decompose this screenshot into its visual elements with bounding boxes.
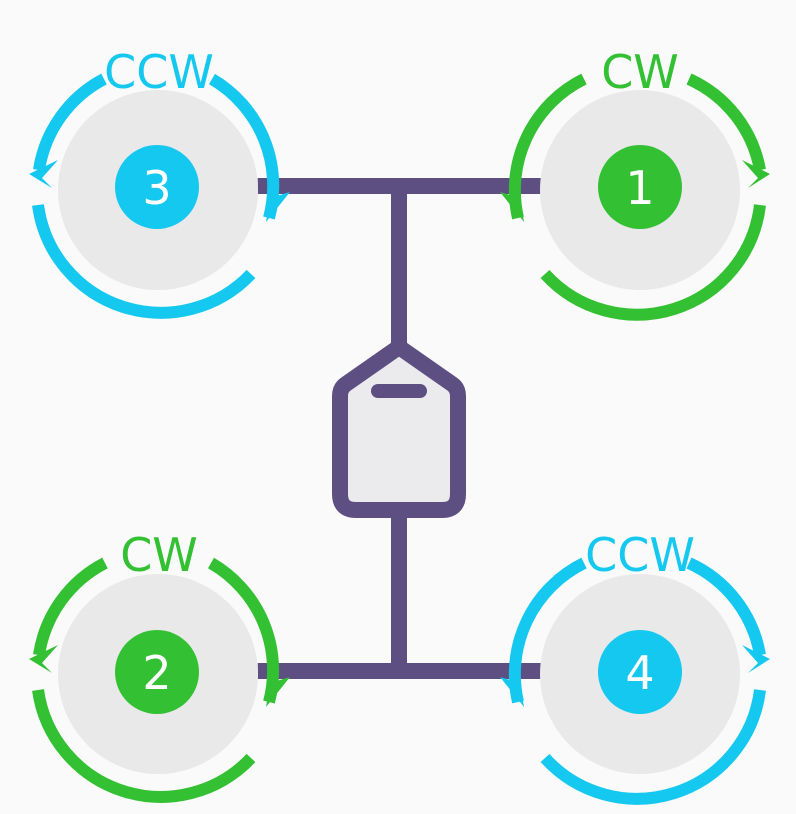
- motor-hub: [115, 630, 199, 714]
- rotation-arc-top: [686, 557, 766, 657]
- rotation-arrowhead: [29, 160, 58, 188]
- rotation-arc-left: [32, 204, 256, 319]
- rotation-arrowhead: [266, 192, 290, 222]
- rotation-arrowhead: [29, 645, 58, 673]
- motor-1: 1 CW: [500, 45, 770, 321]
- motor-hub: [598, 630, 682, 714]
- motor-2: 2 CW: [29, 528, 290, 803]
- flight-controller: [332, 339, 466, 518]
- motor-hub: [598, 145, 682, 229]
- rotation-arc-top: [686, 73, 766, 172]
- rotation-direction-label: CW: [601, 45, 679, 99]
- motor-number: 4: [625, 646, 654, 700]
- rotation-arrowhead: [500, 192, 524, 222]
- rotation-direction-label: CCW: [585, 528, 695, 582]
- flight-controller-body: [332, 339, 466, 518]
- rotation-direction-label: CCW: [104, 45, 214, 99]
- rotation-arrowhead: [742, 645, 770, 673]
- rotation-arc-top: [33, 557, 108, 656]
- rotation-arc-left: [508, 557, 587, 704]
- rotation-arc-right: [540, 689, 766, 805]
- motor-number: 2: [142, 646, 171, 700]
- motor-4: 4 CCW: [500, 528, 770, 805]
- rotation-arrowhead: [266, 677, 290, 707]
- motor-number: 1: [625, 161, 654, 215]
- rotation-arc-left: [32, 689, 256, 803]
- motor-hub: [115, 145, 199, 229]
- rotation-arrowhead: [742, 160, 770, 188]
- rotation-arc-right: [207, 557, 280, 704]
- motor-3: 3 CCW: [29, 45, 290, 319]
- rotation-direction-label: CW: [120, 528, 198, 582]
- motor-number: 3: [142, 161, 171, 215]
- rotation-arc-top: [33, 73, 107, 172]
- rotation-arrowhead: [500, 677, 524, 707]
- rotation-arc-right: [540, 204, 766, 321]
